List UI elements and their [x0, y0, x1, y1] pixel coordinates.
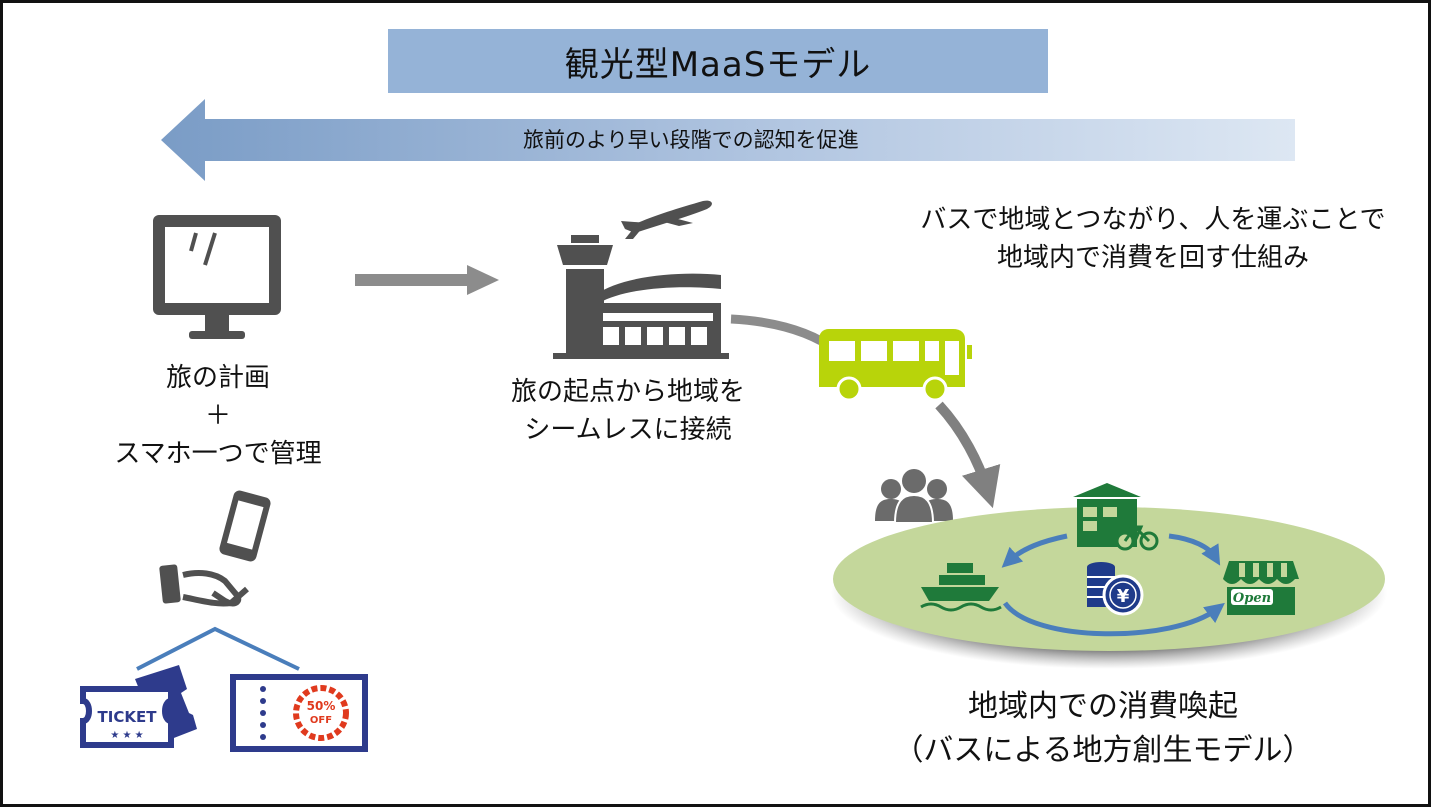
region-line-2: （バスによる地方創生モデル）: [893, 733, 1313, 768]
awareness-arrow: [161, 99, 1295, 181]
hand-cuff: [159, 564, 181, 604]
monitor-icon: [153, 215, 281, 339]
airport-label: 旅の起点から地域を シームレスに接続: [498, 373, 758, 449]
region-line-1: 地域内での消費喚起: [968, 689, 1238, 724]
hand-icon: [182, 570, 249, 607]
loop-arrow-top: [1001, 533, 1068, 568]
title-bar: 観光型MaaSモデル: [388, 29, 1048, 93]
shop-icon: [1223, 561, 1299, 615]
bicycle-icon: [1115, 524, 1159, 551]
plan-line-3: スマホ一つで管理: [114, 439, 322, 469]
airport-icon: [553, 235, 729, 359]
awareness-text: 旅前のより早い段階での認知を促進: [523, 128, 859, 152]
plan-line-1: 旅の計画: [165, 363, 270, 393]
coupon-percent: 50%: [307, 699, 336, 713]
bus-icon: [819, 329, 972, 402]
loop-arrow-right: [1168, 533, 1221, 566]
smartphone-icon: [219, 490, 271, 562]
coin-stack-icon: [1087, 562, 1144, 616]
route-arrow: [935, 401, 1001, 509]
awareness-label: 旅前のより早い段階での認知を促進: [523, 124, 859, 157]
plan-line-2: ＋: [204, 401, 231, 431]
airplane-icon: [621, 200, 712, 239]
ticket-stars: ★ ★ ★: [110, 730, 143, 741]
page-title: 観光型MaaSモデル: [564, 44, 872, 85]
ticket-text: TICKET: [98, 708, 158, 726]
flow-arrow: [355, 265, 499, 295]
region-label: 地域内での消費喚起 （バスによる地方創生モデル）: [873, 685, 1333, 773]
diagram-graphics: TICKET ★ ★ ★ 50% OFF Open ¥: [80, 99, 1387, 752]
bus-note: バスで地域とつながり、人を運ぶことで 地域内で消費を回す仕組み: [908, 201, 1398, 277]
airport-line-1: 旅の起点から地域を: [510, 377, 745, 407]
ship-icon: [920, 563, 1002, 612]
people-icon: [875, 469, 953, 524]
route-line: [730, 314, 824, 345]
coupon-icon: [230, 674, 368, 752]
shop-sign: Open: [1233, 591, 1271, 606]
airport-line-2: シームレスに接続: [524, 415, 732, 445]
plan-label: 旅の計画 ＋ スマホ一つで管理: [103, 359, 333, 473]
ticket-icon: [80, 665, 197, 748]
coupon-off: OFF: [310, 715, 332, 726]
bus-note-line-2: 地域内で消費を回す仕組み: [996, 243, 1309, 273]
loop-arrow-bottom: [1002, 601, 1225, 637]
bus-note-line-1: バスで地域とつながり、人を運ぶことで: [920, 205, 1386, 235]
branch-lines: [136, 626, 300, 671]
yen-symbol: ¥: [1117, 586, 1130, 607]
